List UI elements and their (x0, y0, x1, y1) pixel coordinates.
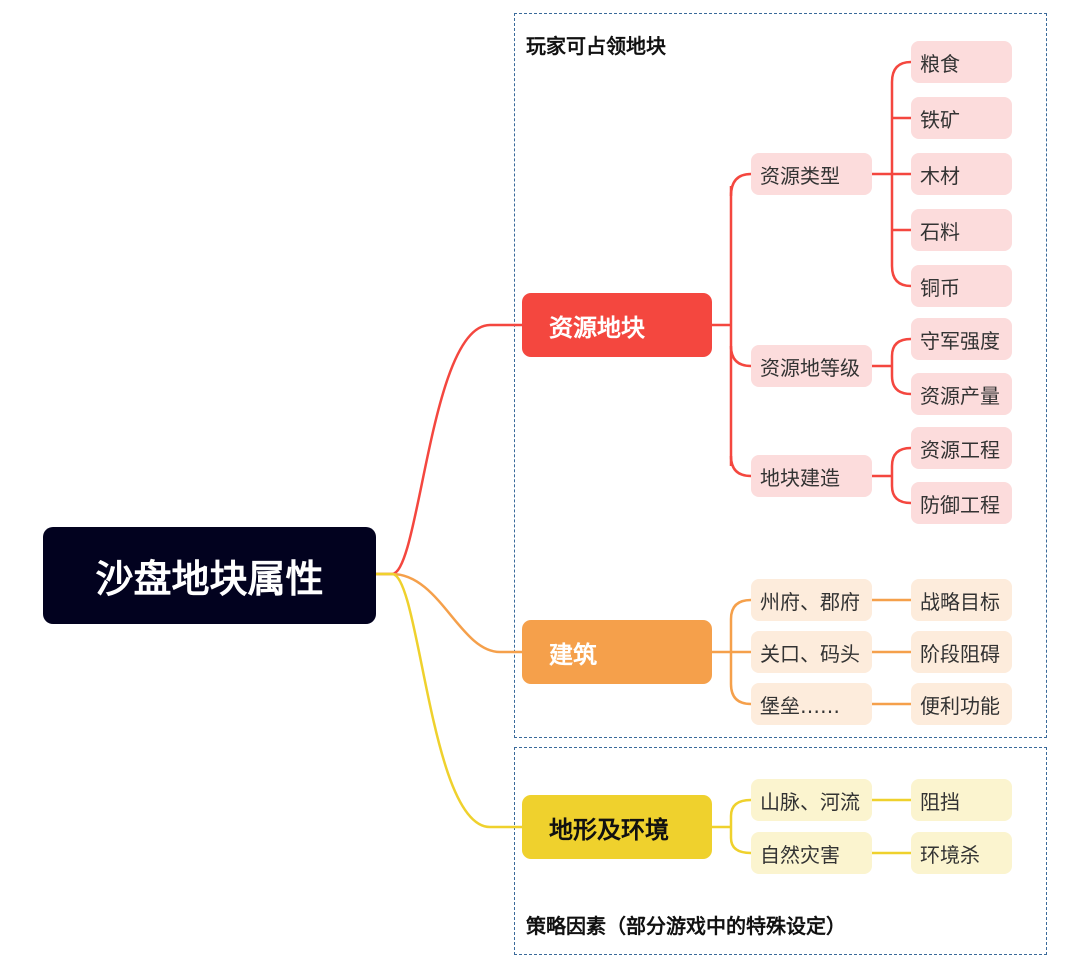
sub-prefecture[interactable]: 州府、郡府 (751, 579, 872, 621)
link-level-bus (872, 356, 894, 376)
leaf-copper-coin[interactable]: 铜币 (911, 265, 1012, 307)
link-level-leaf-1 (890, 337, 912, 357)
sub-mountains-rivers[interactable]: 山脉、河流 (751, 779, 872, 821)
leaf-defense-works[interactable]: 防御工程 (911, 482, 1012, 524)
branch-resource-tile[interactable]: 资源地块 (522, 293, 712, 357)
link-terrain-sub-1 (729, 798, 752, 817)
link-resource-sub-type (729, 172, 752, 197)
leaf-wood[interactable]: 木材 (911, 153, 1012, 195)
group-label-strategy-factors: 策略因素（部分游戏中的特殊设定） (526, 914, 846, 938)
link-root-terrain (376, 572, 522, 829)
sub-fortress[interactable]: 堡垒…… (751, 683, 872, 725)
sub-resource-type[interactable]: 资源类型 (751, 153, 872, 195)
root-node[interactable]: 沙盘地块属性 (43, 527, 376, 624)
group-frame-strategy-factors (514, 747, 1047, 955)
group-frame-player-occupiable (514, 13, 1047, 738)
sub-tile-construction[interactable]: 地块建造 (751, 455, 872, 497)
link-build-leaf-2 (890, 485, 912, 505)
link-type-leaf-1 (890, 60, 912, 83)
link-resource-bus (712, 186, 733, 466)
leaf-garrison-strength[interactable]: 守军强度 (911, 318, 1012, 360)
sub-resource-level[interactable]: 资源地等级 (751, 345, 872, 387)
link-resource-sub-level (729, 345, 752, 368)
leaf-strategic-goal[interactable]: 战略目标 (911, 579, 1012, 621)
leaf-stage-obstacle[interactable]: 阶段阻碍 (911, 631, 1012, 673)
link-building-bus (712, 619, 733, 684)
branch-terrain-environment[interactable]: 地形及环境 (522, 795, 712, 859)
link-building-sub-3 (729, 683, 752, 706)
link-resource-sub-build (729, 455, 752, 478)
link-building-sub-1 (729, 598, 752, 620)
leaf-convenience[interactable]: 便利功能 (911, 683, 1012, 725)
leaf-stone[interactable]: 石料 (911, 209, 1012, 251)
branch-building[interactable]: 建筑 (522, 620, 712, 684)
leaf-resource-works[interactable]: 资源工程 (911, 427, 1012, 469)
leaf-block[interactable]: 阻挡 (911, 779, 1012, 821)
link-root-building (376, 572, 522, 654)
link-build-bus (872, 466, 894, 486)
leaf-iron-ore[interactable]: 铁矿 (911, 97, 1012, 139)
leaf-environment-kill[interactable]: 环境杀 (911, 832, 1012, 874)
leaf-resource-output[interactable]: 资源产量 (911, 373, 1012, 415)
leaf-grain[interactable]: 粮食 (911, 41, 1012, 83)
link-build-leaf-1 (890, 446, 912, 467)
sub-natural-disaster[interactable]: 自然灾害 (751, 832, 872, 874)
link-type-leaf-5 (890, 265, 912, 288)
link-root-resource (376, 323, 522, 576)
sub-pass-dock[interactable]: 关口、码头 (751, 631, 872, 673)
link-terrain-bus (712, 816, 733, 838)
group-label-player-occupiable: 玩家可占领地块 (526, 34, 666, 58)
link-terrain-sub-2 (729, 837, 752, 855)
link-level-leaf-2 (890, 375, 912, 396)
link-type-bus (872, 82, 894, 266)
